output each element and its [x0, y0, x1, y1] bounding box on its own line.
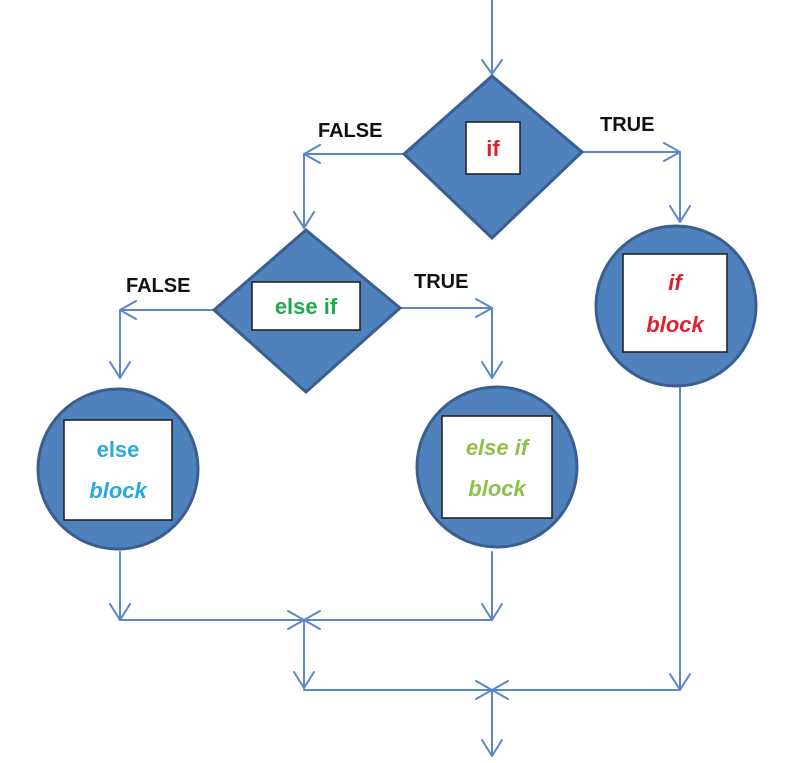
else-if-true-arrowhead-v: [481, 361, 503, 379]
if-false-line: [303, 153, 405, 229]
if-true-label: TRUE: [600, 114, 654, 136]
if-false-arrowhead-v: [293, 211, 315, 229]
if-block-node: if block: [594, 224, 758, 388]
if-label-box: [465, 121, 521, 175]
else-if-false-arrowhead-v: [109, 361, 131, 379]
else-if-block-text-line2: block: [468, 476, 527, 501]
if-false-arrowhead-h: [303, 144, 321, 164]
if-condition-text: if: [486, 136, 500, 161]
else-if-block-text-line1: else if: [466, 435, 531, 460]
if-block-label-box: [622, 253, 728, 353]
else-if-false-arrowhead-h: [119, 300, 137, 320]
else-if-true-line: [399, 307, 493, 379]
connectors: [109, 0, 691, 757]
else-if-true-arrowhead-h: [475, 298, 493, 318]
if-block-text-line2: block: [646, 312, 705, 337]
else-if-condition-node: else if: [211, 228, 403, 395]
else-if-false-line: [119, 309, 215, 379]
else-if-block-node: else if block: [415, 385, 579, 549]
else-block-label-box: [63, 419, 173, 521]
merge-lower-down-arrowhead: [293, 671, 315, 689]
exit-arrowhead: [481, 739, 503, 757]
else-if-false-label: FALSE: [126, 275, 190, 297]
else-block-text-line1: else: [97, 437, 140, 462]
if-true-arrowhead-v: [669, 205, 691, 223]
else-if-condition-text: else if: [275, 294, 338, 319]
if-true-arrowhead-h: [663, 142, 681, 162]
else-block-node: else block: [36, 387, 200, 551]
else-if-label-box: [251, 281, 361, 331]
entry-arrowhead: [481, 59, 503, 75]
else-block-text-line2: block: [89, 478, 148, 503]
if-condition-node: if: [401, 74, 585, 241]
else-if-block-label-box: [441, 415, 553, 519]
else-if-true-label: TRUE: [414, 271, 468, 293]
if-false-label: FALSE: [318, 120, 382, 142]
if-true-line: [581, 151, 681, 223]
if-block-text-line1: if: [668, 270, 684, 295]
